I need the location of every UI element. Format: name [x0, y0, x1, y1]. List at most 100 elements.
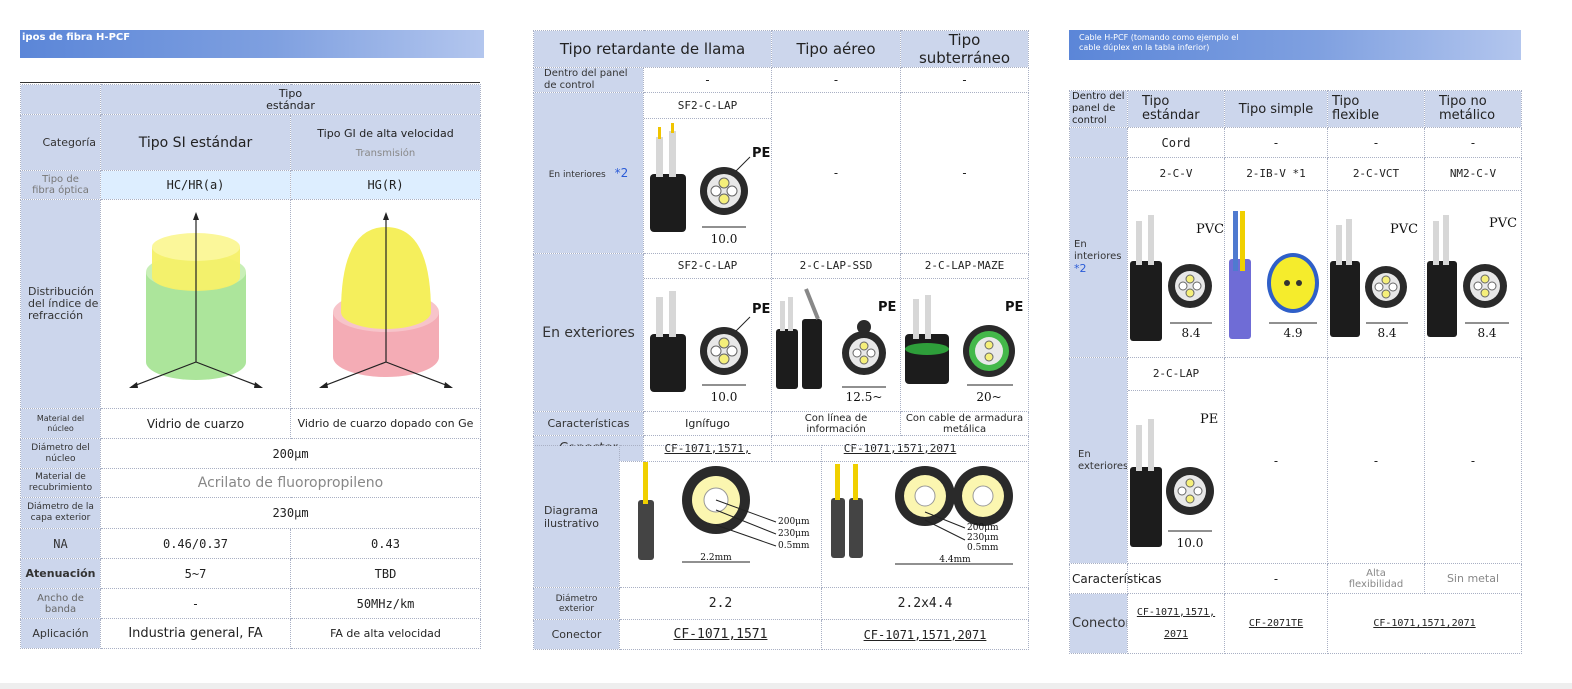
features-simple: - — [1224, 563, 1328, 594]
fiber-type-gi: HG(R) — [290, 170, 481, 200]
cable-sf2-outdoor-image: PE 10.0 — [650, 291, 770, 404]
outdoor-aerial-cell: 2-C-LAP-SSD PE 12.5~ — [771, 253, 902, 412]
connector-dual[interactable]: CF-1071,1571,2071 — [821, 619, 1029, 650]
diagram-label: Diagrama ilustrativo — [533, 445, 620, 588]
connector-standard[interactable]: CF-1071,1571, 2071 — [1127, 593, 1225, 654]
indoor-dim-flexible: 8.4 — [1377, 326, 1396, 340]
outdoor-model-1: SF2-C-LAP — [644, 255, 771, 279]
cable-2ibv-image: 4.9 — [1229, 211, 1319, 340]
outdoor-dim-1: 10.0 — [711, 390, 738, 404]
outdoor-sheath-1: PE — [752, 302, 770, 317]
indoor-model: SF2-C-LAP — [644, 94, 771, 119]
connector-simple[interactable]: CF-2071TE — [1224, 593, 1328, 654]
features-row-label: Características — [1069, 563, 1161, 594]
bottom-strip — [0, 683, 1572, 689]
outdoor-label: En exteriores — [533, 253, 644, 412]
cable-lap-maze-image: PE 20~ — [905, 295, 1023, 404]
outer-diameter-dual: 2.2x4.4 — [821, 587, 1029, 620]
h-pcf-cable-table: Dentro del panel de control Tipo estánda… — [1069, 90, 1522, 654]
step-index-profile-illustration — [128, 212, 263, 388]
indoor-label-text: En interiores — [548, 170, 606, 180]
indoor-sheath-nonmetallic: PVC — [1489, 216, 1517, 231]
indoor-underground: - — [900, 92, 1030, 254]
panel-title-bar: ipos de fibra H-PCF — [20, 30, 484, 58]
header-standard: Tipo estándar — [1127, 90, 1225, 128]
si-profile-image — [100, 199, 291, 409]
features-aerial: Con línea de información — [771, 411, 902, 436]
features-label: Características — [533, 411, 644, 436]
outdoor-dim-standard: 10.0 — [1177, 536, 1204, 550]
outer-diameter-label: Diámetro de la capa exterior — [20, 497, 101, 529]
connector-single[interactable]: CF-1071,1571 — [619, 619, 822, 650]
indoor-sheath-standard: PVC — [1196, 222, 1224, 237]
fiber-types-table: Tipo estándar Categoría Tipo SI estándar… — [20, 84, 481, 649]
features-standard: - — [1127, 563, 1225, 594]
cable-2clap-image: PE 10.0 — [1130, 412, 1218, 550]
features-flexible: Alta flexibilidad — [1327, 563, 1425, 594]
dual-dim-2: 230μm — [967, 533, 999, 543]
single-cable-diagram: 200μm 230μm 0.5mm 2.2mm — [637, 461, 810, 563]
dual-dim-3: 0.5mm — [967, 543, 999, 553]
graded-index-profile-illustration — [318, 212, 453, 388]
corner-cell — [20, 84, 101, 115]
core-diameter-label: Diámetro del núcleo — [20, 438, 101, 469]
fiber-types-panel: ipos de fibra H-PCF Tipo estándar Catego… — [20, 30, 484, 652]
indoor-flexible-cell: 2-C-VCT PVC 8.4 — [1327, 157, 1425, 358]
indoor-dim-nonmetallic: 8.4 — [1477, 326, 1496, 340]
connector-label-2: Conector — [533, 619, 620, 650]
panel-title: ipos de fibra H-PCF — [22, 32, 131, 43]
control-underground: - — [900, 67, 1030, 93]
single-dim-2: 230μm — [778, 529, 810, 539]
indoor-dim-standard: 8.4 — [1181, 326, 1200, 340]
cable-sf2-indoor-image: PE 10.0 — [650, 123, 770, 246]
cable-types-panel: Tipo retardante de llama Tipo aéreo Tipo… — [532, 30, 1030, 652]
core-material-label: Material del núcleo — [20, 408, 101, 439]
single-dim-4: 2.2mm — [700, 553, 732, 563]
application-si: Industria general, FA — [100, 618, 291, 649]
attenuation-label: Atenuación — [20, 558, 101, 589]
indoor-label: En interiores *2 — [533, 92, 644, 254]
control-row-label — [1069, 127, 1128, 158]
indoor-row-label: En interiores *2 — [1069, 157, 1128, 358]
dual-dim-4: 4.4mm — [939, 555, 971, 565]
features-flame: Ignífugo — [642, 411, 773, 436]
outdoor-flexible: - — [1327, 357, 1425, 564]
single-dim-3: 0.5mm — [778, 541, 810, 551]
fiber-type-label: Tipo de fibra óptica — [20, 170, 101, 200]
core-diameter-value: 200μm — [100, 438, 481, 469]
na-label: NA — [20, 528, 101, 559]
bandwidth-gi: 50MHz/km — [290, 588, 481, 619]
dual-dim-1: 200μm — [967, 523, 999, 533]
col-gi-header: Tipo GI de alta velocidad Transmisión — [290, 114, 481, 171]
control-panel-label: Dentro del panel de control — [533, 67, 644, 93]
cable-lap-ssd-image: PE 12.5~ — [776, 288, 896, 404]
indoor-mark: *2 — [614, 166, 629, 180]
diagram-dual: 200μm 230μm 0.5mm 4.4mm — [821, 445, 1029, 588]
control-standard: Cord — [1127, 127, 1225, 158]
attenuation-si: 5~7 — [100, 558, 291, 589]
col-gi-title: Tipo GI de alta velocidad — [317, 126, 454, 140]
outdoor-model-standard: 2-C-LAP — [1128, 359, 1224, 391]
cable-2cv-image: PVC 8.4 — [1130, 215, 1224, 341]
cladding-material-label: Material de recubrimiento — [20, 468, 101, 498]
indoor-dim-simple: 4.9 — [1283, 326, 1302, 340]
indoor-model-standard: 2-C-V — [1128, 159, 1224, 191]
application-label: Aplicación — [20, 618, 101, 649]
fiber-type-si: HC/HR(a) — [100, 170, 291, 200]
cable-dimension-table: Diagrama ilustrativo 200μm 230μm 0.5mm 2… — [533, 445, 1029, 650]
header-flexible: Tipo flexible — [1327, 90, 1425, 128]
outdoor-nonmetallic: - — [1424, 357, 1522, 564]
indoor-dim-label: 10.0 — [711, 232, 738, 246]
connector-flexible-nonmetallic[interactable]: CF-1071,1571,2071 — [1327, 593, 1522, 654]
col-gi-subtitle: Transmisión — [355, 147, 416, 159]
outdoor-model-3: 2-C-LAP-MAZE — [901, 255, 1028, 279]
cable-2cvct-image: PVC 8.4 — [1330, 219, 1418, 340]
distribution-label: Distribución del índice de refracción — [20, 199, 101, 409]
outdoor-underground-cell: 2-C-LAP-MAZE PE 20~ — [900, 253, 1030, 412]
cable-nm2cv-image: PVC 8.4 — [1427, 215, 1517, 340]
panel3-title-bar: Cable H-PCF (tomando como ejemplo el cab… — [1069, 30, 1521, 60]
indoor-flame-cell: SF2-C-LAP PE 10.0 — [642, 92, 773, 254]
diagram-single: 200μm 230μm 0.5mm 2.2mm — [619, 445, 822, 588]
cable-types-table: Tipo retardante de llama Tipo aéreo Tipo… — [532, 30, 1030, 462]
control-panel-header: Dentro del panel de control — [1069, 90, 1128, 128]
